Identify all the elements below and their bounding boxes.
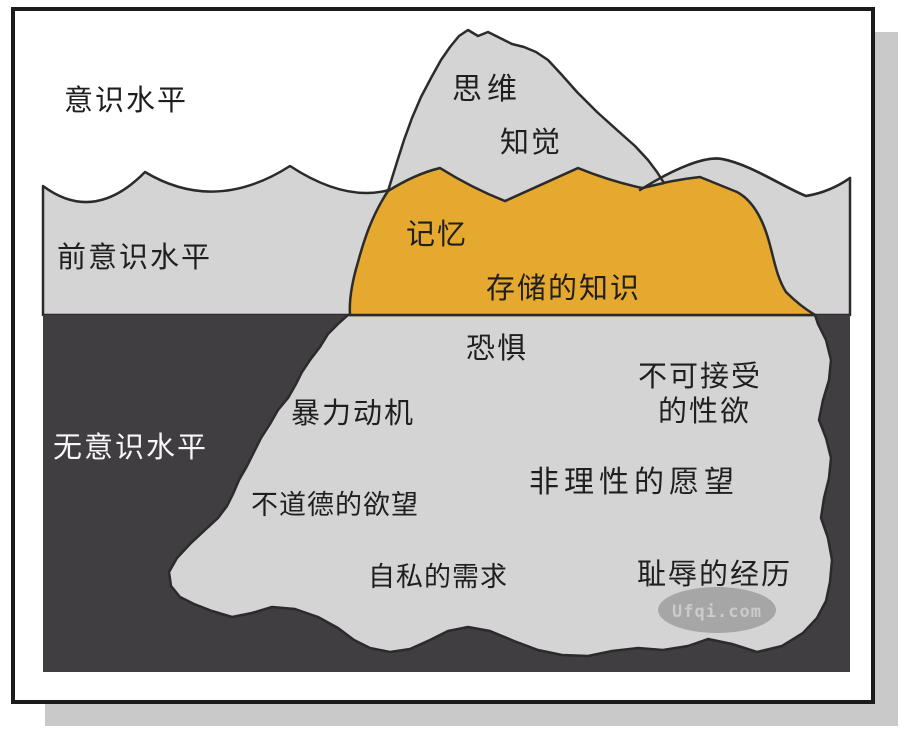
label-stored-knowledge: 存储的知识 [486,271,641,305]
waterline-wave-overlay [638,157,852,198]
label-shameful-experiences: 耻辱的经历 [637,557,792,591]
iceberg-underwater-body [167,313,834,658]
watermark-oval [658,587,776,633]
label-conscious-level: 意识水平 [64,83,188,117]
label-memory: 记忆 [406,217,468,251]
label-fear: 恐惧 [466,331,528,365]
label-unconscious-level: 无意识水平 [53,430,208,464]
watermark-text: Ufqi.com [672,602,762,622]
label-irrational-wishes: 非理性的愿望 [529,465,739,500]
iceberg-tip [386,28,666,203]
label-preconscious-level: 前意识水平 [57,240,212,274]
label-unacceptable-desire-line2: 的性欲 [658,394,751,428]
label-unacceptable-desire-line1: 不可接受 [638,359,762,393]
label-perception: 知觉 [500,125,562,159]
label-thinking: 思维 [452,72,522,107]
label-selfish-needs: 自私的需求 [368,562,508,593]
label-immoral-desires: 不道德的欲望 [251,490,419,521]
label-violent-motives: 暴力动机 [291,396,415,430]
